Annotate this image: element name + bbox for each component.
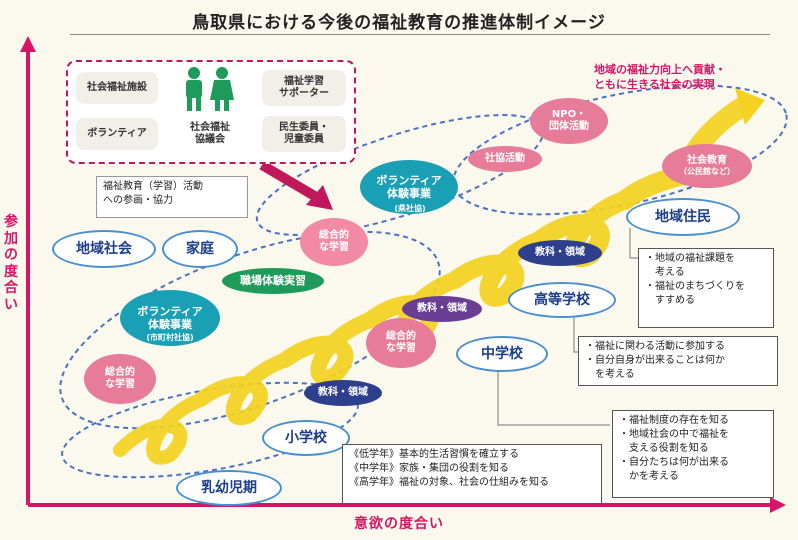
stakeholder-welfare-facility: 社会福祉施設 [76,72,158,104]
note-elementary-grades: 《低学年》基本的生活習慣を確立する 《中学年》家族・集団の役割を知る 《高学年》… [342,444,602,504]
note-high-school: ・福祉に関わる活動に参加する ・自分自身が出来ることは何か を考える [578,336,778,386]
activity-social: 社協活動 [468,146,542,172]
activity-volunteer-pref-label: ボランティア 体験事業 [376,173,442,200]
activity-subject-2: 教科・領域 [402,296,482,322]
activity-volunteer-municipal: ボランティア 体験事業 [120,290,220,346]
activity-integrated-2: 総合的 な学習 [366,318,436,368]
y-axis-arrowhead [20,36,36,52]
stage-infant: 乳幼児期 [176,470,282,506]
stakeholder-commissioner: 民生委員・ 児童委員 [262,116,346,152]
activity-volunteer-pref-sub: (県社協) [394,204,426,213]
y-axis-label: 参加の度合い [4,214,18,313]
activity-npo: NPO・ 団体活動 [530,98,608,144]
stage-family: 家庭 [162,230,238,268]
stakeholder-volunteer: ボランティア [76,118,158,150]
connector-resident [629,228,638,259]
x-axis-label: 意欲の度合い [354,516,444,532]
connector-junior-high [497,368,610,426]
connector-high-school [573,305,578,353]
stage-junior-high: 中学校 [456,336,548,372]
note-resident: ・地域の福祉課題を 考える ・福祉のまちづくりを すすめる [638,248,774,328]
activity-subject-1: 教科・領域 [304,380,382,406]
group-ellipse-community [452,84,788,216]
activity-integrated-3: 総合的 な学習 [300,218,368,266]
activity-volunteer-municipal-label: ボランティア 体験事業 [137,304,203,331]
stage-community: 地域社会 [52,230,156,268]
stage-high-school: 高等学校 [508,282,616,318]
activity-volunteer-municipal-sub: (市町村社協) [146,333,194,342]
stage-resident: 地域住民 [626,198,740,236]
stakeholder-council: 社会福祉 協議会 [174,116,246,152]
participation-note: 福祉教育（学習）活動 への参画・協力 [96,176,248,218]
page-title: 鳥取県における今後の福祉教育の推進体制イメージ [192,13,606,33]
activity-integrated-1: 総合的 な学習 [84,354,156,404]
activity-social-education-sub: （公民館など） [679,167,735,177]
people-icon [178,66,238,112]
participation-arrow [259,160,333,210]
stakeholder-box: 社会福祉施設 ボランティア 社会福祉 協議会 福祉学習 サポーター 民生委員・ … [66,60,356,164]
group-ellipse-municipal [59,230,441,430]
note-junior-high: ・福祉制度の存在を知る ・地域社会の中で福祉を 支える役割を知る ・自分たちは何… [612,410,774,498]
spiral-arrowhead [735,88,765,125]
activity-subject-3: 教科・領域 [518,240,602,266]
title-rule [70,34,770,35]
activity-volunteer-pref: ボランティア 体験事業 [360,160,458,214]
stage-elementary: 小学校 [262,420,350,456]
activity-social-education: 社会教育 （公民館など） [662,144,752,188]
activity-social-education-label: 社会教育 [687,155,727,167]
goal-text: 地域の福祉力向上へ貢献・ ともに生きる社会の実現 [594,63,726,91]
stakeholder-supporter: 福祉学習 サポーター [262,70,346,106]
activity-workplace: 職場体験実習 [222,268,324,294]
x-axis-arrowhead [770,497,786,513]
